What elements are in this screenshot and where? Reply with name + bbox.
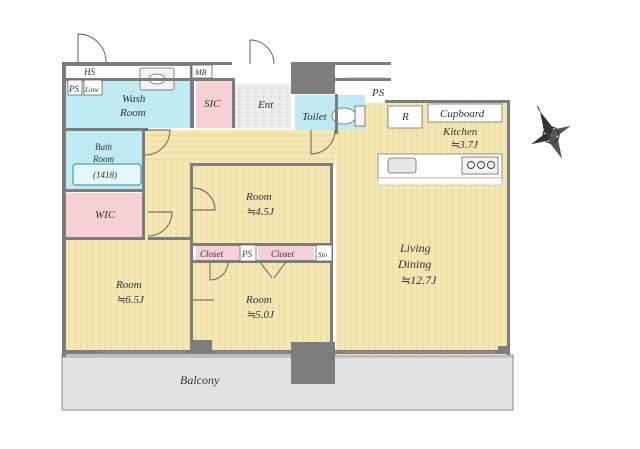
room-4-5-floor [193,165,330,243]
gas-stove [461,156,499,175]
living-label-1: Living [399,241,431,255]
refrigerator [387,105,423,129]
room-6-5-size: ≒6.5J [116,294,145,306]
living-size: ≒12.7J [400,273,437,287]
entrance-floor [235,84,291,128]
wet-areas [66,67,366,190]
sic-floor [196,79,232,128]
hs-door [77,33,107,63]
kitchen-bar-counter [377,177,503,186]
storage-areas [66,79,314,261]
sto-box [315,244,333,262]
ps-label-3: PS [241,249,252,259]
bath-label-2: Room [92,154,114,164]
closet-1-floor [196,245,240,261]
bath-label-1: Bath [95,142,112,152]
room-4-5-size: ≒4.5J [246,206,275,218]
wash-label-2: Room [119,107,146,119]
entrance-door [249,39,275,65]
doors [77,33,336,301]
r-label: R [401,111,409,123]
closet-2-floor [258,245,314,261]
toilet-label: Toilet [302,111,328,123]
windows [100,77,495,353]
room-5-0-label: Room [245,294,272,306]
closet-door-a [209,261,229,281]
lime-box [83,79,103,96]
lime-label: Lime [84,86,99,94]
wic-door [147,211,173,237]
room-5-0-floor [193,262,330,352]
small-closets [67,64,333,262]
compass-icon [531,105,571,159]
mb-label: MB [194,68,207,77]
kitchen-sink [387,157,417,174]
mb-box [191,64,213,79]
hs-label: HS [83,67,95,77]
room-4-5-label: Room [245,191,272,203]
wash-label-1: Wash [122,93,146,105]
hallway-lower-floor [145,160,193,240]
closet-2-label: Closet [271,249,295,259]
kitchen-counters [377,103,503,186]
sto-label: Sto [318,251,327,259]
balcony-label: Balcony [180,373,220,387]
ps-label-1: PS [68,84,79,94]
sic-label: SIC [204,98,221,110]
bathtub [72,163,142,186]
ps-box-1 [67,79,83,96]
toilet-tank [354,105,366,127]
closet-door-b [259,261,287,279]
room-6-5-floor [66,240,190,352]
room-4-5-door [192,187,216,211]
room-6-5-label: Room [115,279,142,291]
wic-label: WIC [95,209,116,221]
room-labels: HS PS Lime MB Wash Room SIC Ent Toilet P… [68,67,485,321]
toilet-door [310,129,336,155]
wic-floor [66,193,144,237]
bath-label-3: (1418) [93,170,117,180]
balcony: Balcony [61,354,514,411]
room-5-0-size: ≒5.0J [246,309,275,321]
ps-box-3 [239,244,257,262]
wash-door [144,129,171,156]
cupboard-label: Cupboard [440,108,485,120]
hallway-floor [145,130,335,165]
kitchen-label: Kitchen [442,126,478,138]
closet-1-label: Closet [200,249,224,259]
cupboard [427,103,503,123]
living-label-2: Dining [397,257,431,271]
ps-label-2: PS [371,87,385,99]
ent-label: Ent [257,99,274,111]
kitchen-size: ≒3.7J [450,139,479,151]
